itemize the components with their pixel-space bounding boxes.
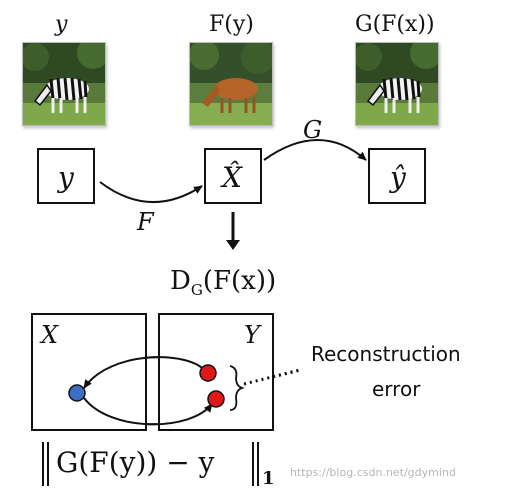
arrow-F [99,181,203,204]
watermark: https://blog.csdn.net/gdymind [290,466,456,479]
annotation-line2: error [372,377,421,401]
horse-photo-icon [190,43,272,125]
domain-Y-label: Y [244,321,260,349]
node-y-hat: ŷ [368,148,426,204]
loss-expression-text: G(F(y)) − y [56,446,215,479]
red-point-top [199,364,217,382]
label-y-top: y [55,12,68,37]
red-point-bottom [207,390,225,408]
zebra-image-right [355,42,439,126]
zebra-photo-icon [23,43,105,125]
loss-subscript: 1 [262,468,275,489]
zebra-photo-icon [356,43,438,125]
domain-X-label: X [41,321,59,349]
horse-image-middle [189,42,273,126]
edge-label-F: F [137,208,154,236]
node-y-hat-label: ŷ [390,161,406,194]
label-fy-top: F(y) [209,12,254,37]
domain-X-box: X [31,313,147,431]
blue-point [68,384,86,402]
node-x-hat-label: X̂ [222,161,242,194]
discriminator-label: DG(F(x)) [170,266,277,300]
node-y: y [37,148,95,204]
arrow-G [263,139,367,161]
edge-label-G: G [303,116,323,144]
node-y-label: y [58,161,74,194]
node-x-hat: X̂ [204,148,262,204]
zebra-image-left [22,42,106,126]
annotation-line1: Reconstruction [311,342,461,366]
label-gfx-top: G(F(x)) [355,12,435,37]
